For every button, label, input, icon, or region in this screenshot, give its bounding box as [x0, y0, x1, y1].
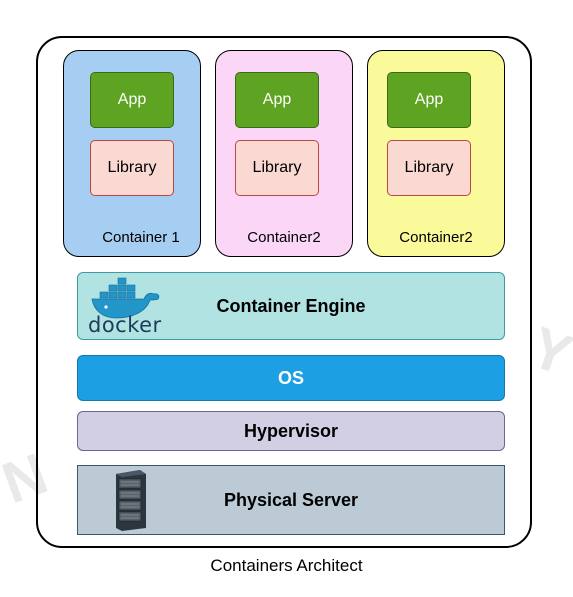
- hypervisor-layer: Hypervisor: [77, 411, 505, 451]
- container-2-library: Library: [235, 140, 319, 196]
- docker-logo-text: docker: [88, 313, 162, 337]
- os-label: OS: [277, 367, 304, 388]
- docker-logo: docker: [86, 276, 162, 338]
- physical-server-label: Physical Server: [223, 489, 359, 510]
- server-rack-icon: [110, 468, 150, 532]
- architecture-frame: [36, 36, 532, 548]
- container-1-app: App: [90, 72, 174, 128]
- container-engine-label: Container Engine: [216, 295, 366, 316]
- container-3-library: Library: [387, 140, 471, 196]
- physical-server-layer: Physical Server: [77, 465, 505, 535]
- container-1-label: Container 1: [102, 229, 180, 246]
- container-3-app: App: [387, 72, 471, 128]
- container-3-label: Container2: [399, 229, 473, 246]
- hypervisor-label: Hypervisor: [243, 420, 339, 441]
- container-1-library: Library: [90, 140, 174, 196]
- container-engine-layer: Container Engine: [77, 272, 505, 340]
- container-2-app: App: [235, 72, 319, 128]
- diagram-caption: Containers Architect: [210, 556, 363, 575]
- docker-whale-icon: [91, 277, 160, 319]
- os-layer: OS: [77, 355, 505, 401]
- container-2-label: Container2: [247, 229, 321, 246]
